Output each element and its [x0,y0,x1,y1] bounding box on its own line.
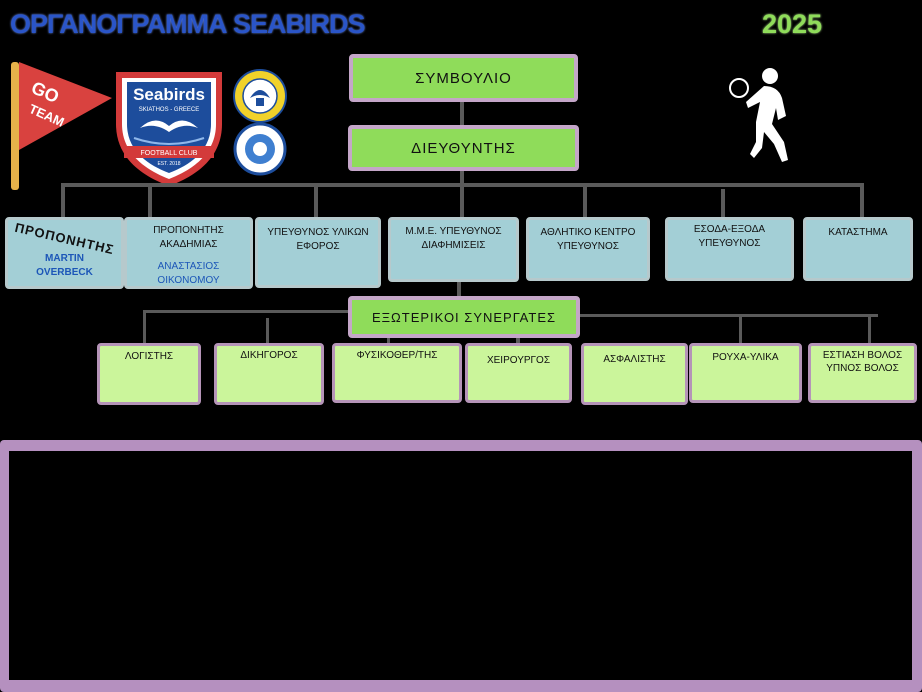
staff-box-equipment: ΥΠΕΥΘΥΝΟΣ ΥΛΙΚΩΝ ΕΦΟΡΟΣ [255,217,381,288]
connector-staff-external [457,280,461,300]
staff-box-coach: ΠΡΟΠΟΝΗΤΗΣ MARTIN OVERBECK [5,217,124,289]
external-box-accountant: ΛΟΓΙΣΤΗΣ [97,343,201,405]
finance-line2: ΥΠΕΥΘΥΝΟΣ [698,238,761,249]
staff-box-finance: ΕΣΟΔΑ-ΕΞΟΔΑ ΥΠΕΥΘΥΝΟΣ [665,217,794,281]
accountant-label: ΛΟΓΙΣΤΗΣ [124,351,174,362]
staff-box-shop: ΚΑΤΑΣΤΗΜΑ [803,217,913,281]
academy-name-line2: ΟΙΚΟΝΟΜΟΥ [157,275,220,286]
connector-drop-6 [721,189,725,219]
hospitality-line1: ΕΣΤΙΑΣΗ ΒΟΛΟΣ [822,350,903,361]
clothing-label: ΡΟΥΧΑ-ΥΛΙΚΑ [712,352,779,363]
connector-drop-2 [148,183,152,219]
connector-ext-drop-2 [266,318,269,344]
finance-line1: ΕΣΟΔΑ-ΕΞΟΔΑ [693,224,766,235]
academy-title-line2: ΑΚΑΔΗΜΙΑΣ [159,239,218,250]
seabirds-name: Seabirds [133,85,205,104]
external-box-lawyer: ΔΙΚΗΓΟΡΟΣ [214,343,324,405]
coach-name-line2: OVERBECK [36,267,93,278]
connector-ext-drop-3 [387,336,390,348]
federation-emblem-icon [233,69,287,123]
insurance-label: ΑΣΦΑΛΙΣΤΗΣ [603,354,666,365]
staff-box-academy-coach: ΠΡΟΠΟΝΗΤΗΣ ΑΚΑΔΗΜΙΑΣ ΑΝΑΣΤΑΣΙΟΣ ΟΙΚΟΝΟΜΟ… [124,217,253,289]
academy-name-line1: ΑΝΑΣΤΑΣΙΟΣ [157,261,220,272]
director-label: ΔΙΕΥΘΥΝΤΗΣ [411,139,516,157]
connector-ext-left-bus [143,310,354,313]
connector-staff-bus [61,183,864,187]
connector-board-director [460,100,464,128]
physio-label: ΦΥΣΙΚΟΘΕΡ/ΤΗΣ [356,350,438,361]
connector-ext-drop-7 [868,316,871,346]
media-line1: Μ.Μ.Ε. ΥΠΕΥΘΥΝΟΣ [405,226,502,237]
connector-director-bus [460,168,464,186]
connector-ext-right-bus [578,314,878,317]
external-box-insurance: ΑΣΦΑΛΙΣΤΗΣ [581,343,688,405]
connector-ext-drop-1 [143,310,146,346]
external-heading-box: ΕΞΩΤΕΡΙΚΟΙ ΣΥΝΕΡΓΑΤΕΣ [348,296,580,338]
coach-name-line1: MARTIN [45,253,84,264]
page-title: ΟΡΓΑΝΟΓΡΑΜΜΑ SEABIRDS [10,9,366,39]
external-box-surgeon: ΧΕΙΡΟΥΡΓΟΣ [465,343,572,403]
connector-ext-drop-6 [739,316,742,346]
hospitality-line2: ΥΠΝΟΣ ΒΟΛΟΣ [826,363,899,374]
go-team-flag-icon: GO TEAM [11,62,112,190]
seabirds-logo-icon: Seabirds SKIATHOS - GREECE FOOTBALL CLUB… [116,72,222,186]
equipment-line2: ΕΦΟΡΟΣ [296,241,340,252]
sports-center-line2: ΥΠΕΥΘΥΝΟΣ [557,241,619,252]
staff-box-media: Μ.Μ.Ε. ΥΠΕΥΘΥΝΟΣ ΔΙΑΦΗΜΙΣΕΙΣ [388,217,519,282]
board-box: ΣΥΜΒΟΥΛΙΟ [349,54,578,102]
staff-box-sports-center: ΑΘΛΗΤΙΚΟ ΚΕΝΤΡΟ ΥΠΕΥΘΥΝΟΣ [526,217,650,281]
connector-drop-5 [583,183,587,219]
year-label: 2025 [762,9,823,39]
media-line2: ΔΙΑΦΗΜΙΣΕΙΣ [421,240,486,251]
academy-title-line1: ΠΡΟΠΟΝΗΤΗΣ [153,225,224,236]
connector-drop-3 [314,183,318,219]
connector-drop-1 [61,183,65,219]
seabirds-est: EST. 2018 [157,161,180,167]
surgeon-label: ΧΕΙΡΟΥΡΓΟΣ [486,355,551,366]
connector-ext-drop-4 [516,336,520,348]
equipment-line1: ΥΠΕΥΘΥΝΟΣ ΥΛΙΚΩΝ [267,227,369,238]
sports-center-line1: ΑΘΛΗΤΙΚΟ ΚΕΝΤΡΟ [540,227,636,238]
footballer-silhouette-icon [729,68,788,162]
connector-drop-7 [860,183,864,219]
bottom-panel-content [9,451,912,680]
external-box-hospitality: ΕΣΤΙΑΣΗ ΒΟΛΟΣ ΥΠΝΟΣ ΒΟΛΟΣ [808,343,917,403]
connector-drop-4 [460,187,464,219]
director-box: ΔΙΕΥΘΥΝΤΗΣ [348,125,579,171]
seabirds-band: FOOTBALL CLUB [141,150,198,157]
board-label: ΣΥΜΒΟΥΛΙΟ [415,69,512,87]
external-heading-label: ΕΞΩΤΕΡΙΚΟΙ ΣΥΝΕΡΓΑΤΕΣ [371,309,557,325]
external-box-clothing: ΡΟΥΧΑ-ΥΛΙΚΑ [689,343,802,403]
seabirds-sub: SKIATHOS - GREECE [139,107,200,113]
lawyer-label: ΔΙΚΗΓΟΡΟΣ [240,350,298,361]
association-emblem-icon [233,122,287,176]
external-box-physio: ΦΥΣΙΚΟΘΕΡ/ΤΗΣ [332,343,462,403]
shop-line1: ΚΑΤΑΣΤΗΜΑ [828,227,888,238]
